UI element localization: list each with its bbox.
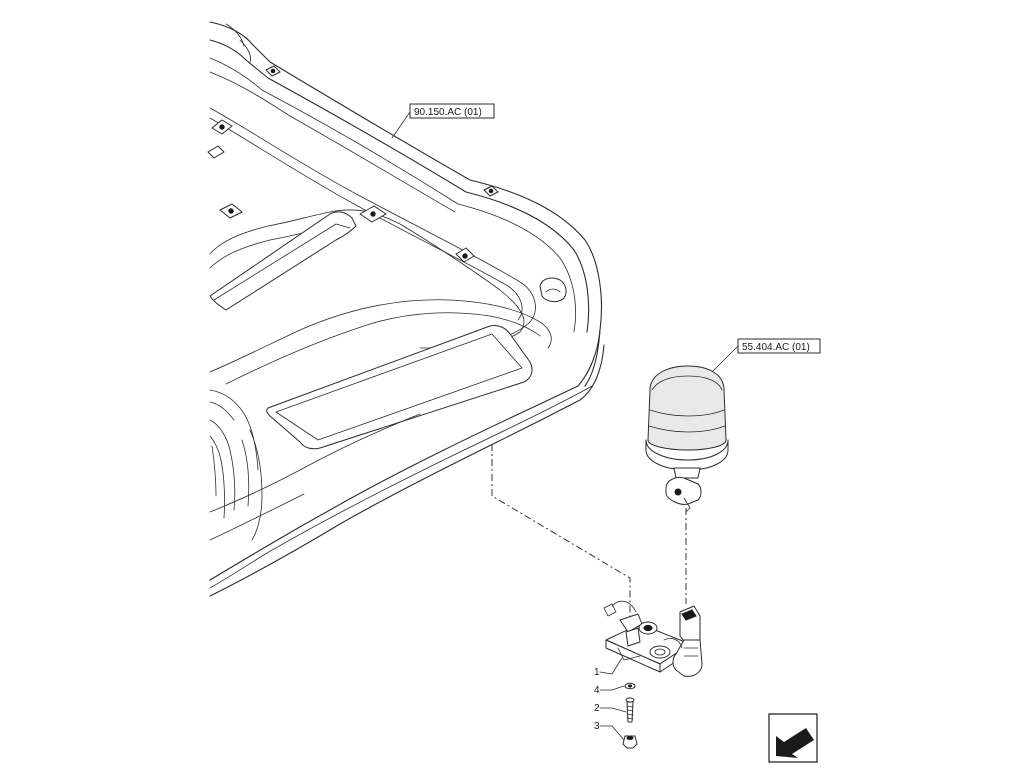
roof-fasteners	[207, 65, 499, 263]
cab-roof-panel	[209, 21, 605, 597]
roof-reference-label: 90.150.AC (01)	[414, 107, 482, 118]
screw-icon	[625, 697, 635, 723]
item-number-nut: 3	[594, 721, 600, 732]
arrow-next-page-icon[interactable]	[768, 713, 818, 763]
item-number-washer: 4	[594, 685, 600, 696]
beacon-reference-label: 55.404.AC (01)	[742, 342, 810, 353]
nut-icon	[622, 735, 638, 749]
item-number-bracket: 1	[594, 667, 600, 678]
beacon-reference-callout: 55.404.AC (01)	[711, 338, 821, 373]
rotating-beacon	[645, 365, 729, 513]
assembly-dashed-lines	[491, 444, 687, 618]
item-number-screw: 2	[594, 703, 600, 714]
hardware-stack	[622, 682, 638, 749]
beacon-bracket-assembly	[603, 600, 703, 677]
mount-bolt-icon	[674, 488, 682, 496]
fastener-hole-icon	[219, 124, 225, 130]
roof-reference-callout: 90.150.AC (01)	[391, 103, 495, 139]
item-number-callouts: 1 4 2 3	[594, 657, 627, 741]
